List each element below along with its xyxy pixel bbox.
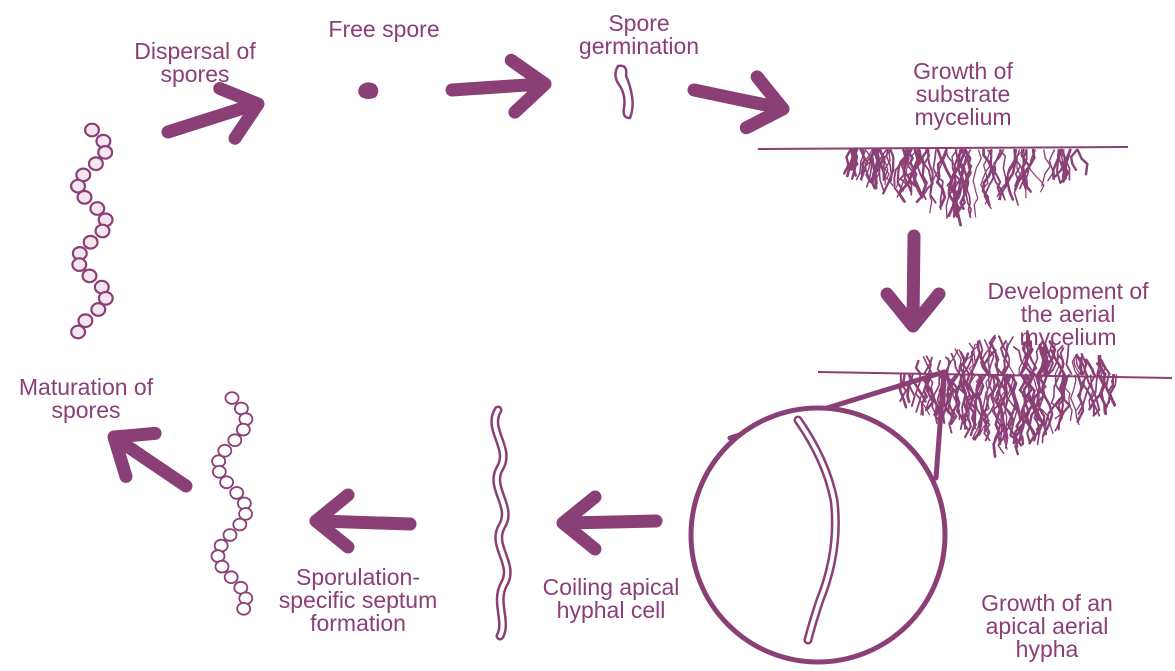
spore-icon <box>358 82 378 99</box>
hypha-branch <box>1042 150 1051 186</box>
spore-cell <box>213 466 226 478</box>
spore-cell <box>72 258 86 271</box>
label-germination: Spore germination <box>556 12 722 58</box>
label-aerial-development: Development of the aerial mycelium <box>968 280 1168 349</box>
spore-cell <box>225 571 238 583</box>
hypha-branch <box>1020 375 1027 441</box>
septate-spore-chain-icon <box>212 392 253 615</box>
spore-cell <box>71 326 85 339</box>
label-septum: Sporulation- specific septum formation <box>270 566 446 635</box>
mature-spore-chain-icon <box>71 124 113 339</box>
spore-cell <box>226 392 239 404</box>
spore-cell <box>98 146 112 159</box>
spore-cell <box>224 529 237 541</box>
arrow-dispersal-to-free <box>168 79 266 138</box>
arrow-apical-to-coiling <box>563 497 656 549</box>
spore-cell <box>237 424 250 436</box>
hypha-branch <box>973 150 981 217</box>
spore-cell <box>96 225 110 238</box>
spore-cell <box>233 519 246 531</box>
label-substrate: Growth of substrate mycelium <box>878 60 1048 129</box>
hypha-branch <box>952 354 960 374</box>
hypha-branch <box>1071 150 1077 170</box>
label-apical-hypha: Growth of an apical aerial hypha <box>962 592 1132 661</box>
hypha-branch <box>1078 150 1088 174</box>
spore-cell <box>228 434 241 446</box>
germinating-spore-icon <box>615 66 632 118</box>
label-maturation: Maturation of spores <box>0 376 172 422</box>
spore-cell <box>85 124 99 137</box>
arrow-free-to-germination <box>452 58 547 112</box>
spore-cell <box>91 303 105 316</box>
spore-cell <box>78 191 92 204</box>
spore-cell <box>84 236 98 249</box>
arrow-substrate-to-aerial <box>887 236 939 326</box>
label-dispersal: Dispersal of spores <box>110 40 280 86</box>
spore-cell <box>216 561 229 573</box>
substrate-mycelium-icon <box>758 147 1128 225</box>
arrow-coiling-to-septum <box>316 495 410 547</box>
spore-cell <box>220 476 233 488</box>
hypha-branch <box>1086 360 1094 374</box>
magnified-hypha-icon <box>691 372 945 662</box>
coiled-hypha-icon <box>495 410 507 636</box>
arrow-germination-to-substrate <box>694 77 788 135</box>
arrow-septum-to-maturation <box>99 415 186 486</box>
hypha-branch <box>916 361 921 374</box>
spore-cell <box>90 202 104 215</box>
spore-cell <box>89 157 103 170</box>
label-coiling: Coiling apical hyphal cell <box>526 576 696 622</box>
spore-cell <box>83 270 97 283</box>
label-free-spore: Free spore <box>300 18 468 41</box>
spore-cell <box>237 603 250 615</box>
hypha-branch <box>1071 375 1079 425</box>
spore-cell <box>230 487 243 499</box>
